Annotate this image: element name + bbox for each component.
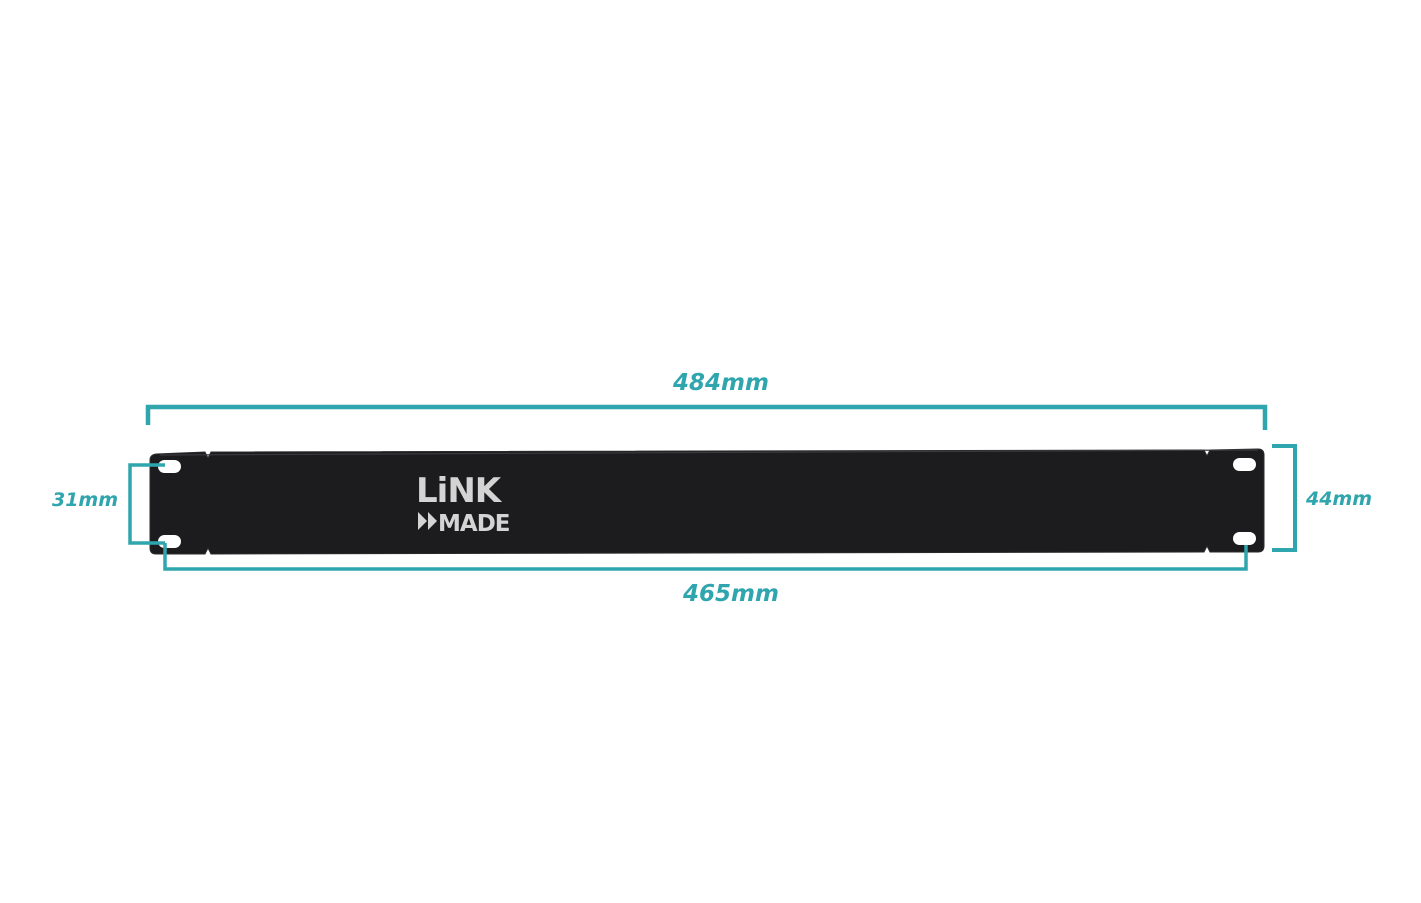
- mount-hole-height-dimension: 31mm: [52, 463, 165, 545]
- mount-hole-height-bracket: [128, 463, 165, 545]
- double-play-arrow-icon: [418, 512, 437, 530]
- brand-logo: LiNK MADE: [416, 471, 511, 537]
- overall-height-bracket: [1272, 444, 1297, 552]
- mount-hole-height-label: 31mm: [52, 489, 118, 511]
- rack-panel: LiNK MADE: [149, 448, 1265, 555]
- mount-hole-spacing-bracket: [163, 543, 1248, 571]
- mount-hole-spacing-label: 465mm: [682, 581, 779, 607]
- overall-width-dimension: 484mm: [145, 370, 1268, 430]
- overall-width-bracket: [145, 404, 1268, 430]
- mounting-hole-bottom-right: [1233, 532, 1256, 545]
- mounting-hole-top-right: [1233, 458, 1256, 471]
- overall-height-label: 44mm: [1305, 488, 1372, 510]
- logo-line-made: MADE: [438, 511, 510, 537]
- panel-top-highlight: [159, 449, 1259, 456]
- panel-plate: [149, 448, 1265, 555]
- logo-line-link: LiNK: [416, 471, 503, 511]
- mount-hole-spacing-dimension: 465mm: [163, 543, 1248, 607]
- overall-width-label: 484mm: [672, 370, 769, 396]
- overall-height-dimension: 44mm: [1272, 444, 1372, 552]
